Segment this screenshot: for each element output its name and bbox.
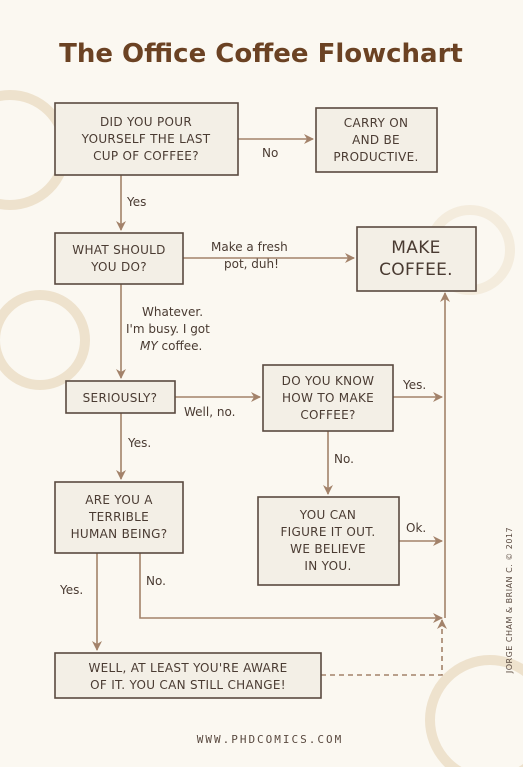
node-last-cup-line-2: YOURSELF THE LAST <box>81 132 211 146</box>
node-know-how-line-2: HOW TO MAKE <box>282 391 374 405</box>
credit-text: JORGE CHAM & BRIAN C. © 2017 <box>505 527 514 674</box>
label-fresh-pot-1: Make a fresh <box>211 240 288 254</box>
node-what-do-box <box>54 232 184 285</box>
label-yes: Yes <box>126 195 146 209</box>
node-carry-on-line-2: AND BE <box>352 133 400 147</box>
node-figure-out: YOU CAN FIGURE IT OUT. WE BELIEVE IN YOU… <box>257 496 400 586</box>
label-yes-terrible: Yes. <box>59 583 83 597</box>
node-figure-out-line-4: IN YOU. <box>304 559 351 573</box>
node-make-coffee-line-2: COFFEE. <box>379 260 453 280</box>
label-ok: Ok. <box>406 521 426 535</box>
label-whatever-2: I'm busy. I got <box>126 322 210 336</box>
label-no-terrible: No. <box>146 574 166 588</box>
node-what-do-line-2: YOU DO? <box>90 260 147 274</box>
edges <box>92 134 450 676</box>
node-make-coffee: MAKE COFFEE. <box>356 226 477 292</box>
node-seriously-line-1: SERIOUSLY? <box>83 391 158 405</box>
label-no-know: No. <box>334 452 354 466</box>
edge-labels: No Yes Make a fresh pot, duh! Whatever. … <box>59 146 426 597</box>
label-whatever-em: MY <box>140 339 159 353</box>
node-aware-box <box>54 652 322 699</box>
node-make-coffee-box <box>356 226 477 292</box>
node-terrible-line-2: TERRIBLE <box>88 510 149 524</box>
label-yes-know: Yes. <box>402 378 426 392</box>
node-know-how-box <box>262 364 394 432</box>
node-seriously: SERIOUSLY? <box>65 380 176 414</box>
node-figure-out-line-1: YOU CAN <box>299 508 356 522</box>
edge-aware-dashed <box>321 619 447 676</box>
label-whatever-1: Whatever. <box>142 305 203 319</box>
node-make-coffee-line-1: MAKE <box>391 238 440 258</box>
node-carry-on: CARRY ON AND BE PRODUCTIVE. <box>315 107 438 173</box>
label-whatever-3-rest: coffee. <box>162 339 203 353</box>
node-aware-line-1: WELL, AT LEAST YOU'RE AWARE <box>88 661 287 675</box>
label-no: No <box>262 146 278 160</box>
label-fresh-pot-2: pot, duh! <box>224 257 279 271</box>
node-aware-line-2: OF IT. YOU CAN STILL CHANGE! <box>90 678 286 692</box>
node-figure-out-line-2: FIGURE IT OUT. <box>280 525 375 539</box>
node-last-cup-box <box>54 102 239 176</box>
node-terrible-box <box>54 481 184 554</box>
node-terrible-line-1: ARE YOU A <box>85 493 153 507</box>
node-carry-on-line-3: PRODUCTIVE. <box>333 150 418 164</box>
node-aware: WELL, AT LEAST YOU'RE AWARE OF IT. YOU C… <box>54 652 322 699</box>
edge-no-terrible <box>139 553 443 623</box>
node-carry-on-box <box>315 107 438 173</box>
page-title: The Office Coffee Flowchart <box>59 39 463 69</box>
node-seriously-box <box>65 380 176 414</box>
node-what-do-line-1: WHAT SHOULD <box>72 243 165 257</box>
label-well-no: Well, no. <box>184 405 235 419</box>
node-what-do: WHAT SHOULD YOU DO? <box>54 232 184 285</box>
node-carry-on-line-1: CARRY ON <box>344 116 408 130</box>
node-terrible: ARE YOU A TERRIBLE HUMAN BEING? <box>54 481 184 554</box>
node-know-how-line-3: COFFEE? <box>300 408 355 422</box>
node-figure-out-line-3: WE BELIEVE <box>290 542 366 556</box>
node-figure-out-box <box>257 496 400 586</box>
node-last-cup-line-3: CUP OF COFFEE? <box>93 149 199 163</box>
node-terrible-line-3: HUMAN BEING? <box>71 527 168 541</box>
node-last-cup: DID YOU POUR YOURSELF THE LAST CUP OF CO… <box>54 102 239 176</box>
label-whatever-3: MY coffee. <box>140 339 202 353</box>
node-last-cup-line-1: DID YOU POUR <box>100 115 192 129</box>
node-know-how-line-1: DO YOU KNOW <box>282 374 375 388</box>
footer-url[interactable]: WWW.PHDCOMICS.COM <box>197 733 344 746</box>
label-yes-serious: Yes. <box>127 436 151 450</box>
node-know-how: DO YOU KNOW HOW TO MAKE COFFEE? <box>262 364 394 432</box>
